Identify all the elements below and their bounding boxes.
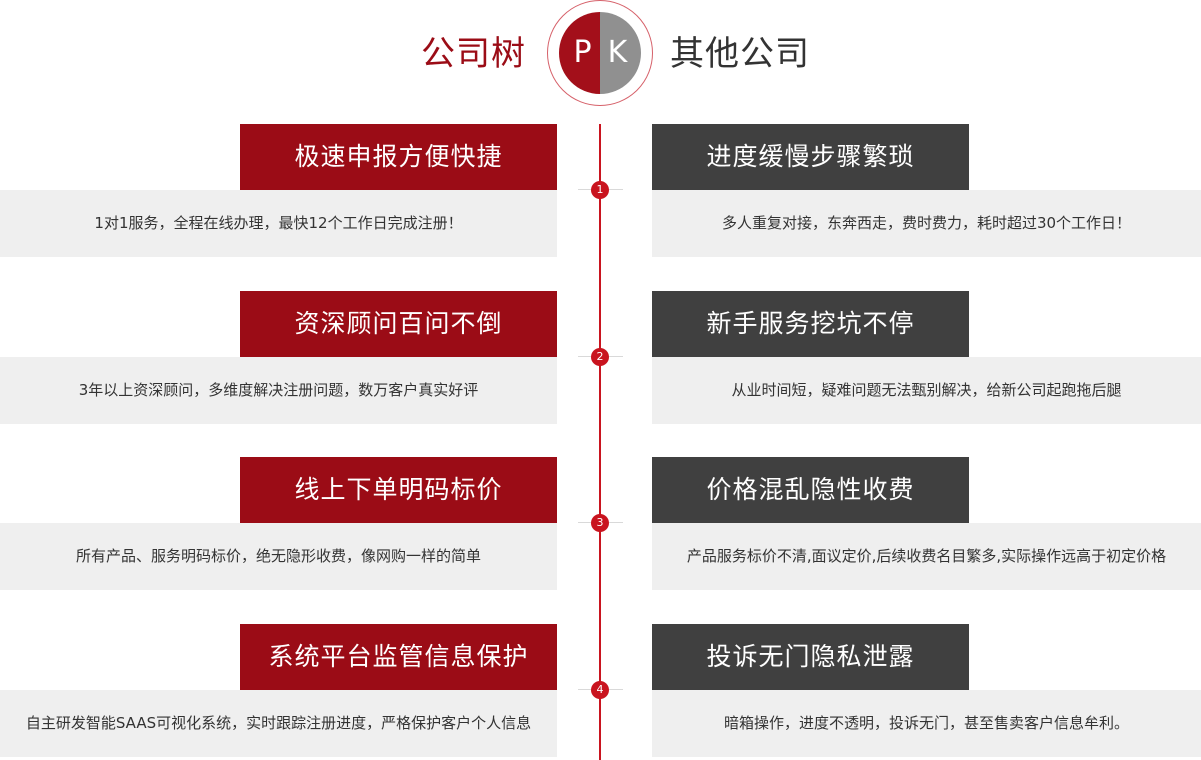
advantage-description: 1对1服务，全程在线办理，最快12个工作日完成注册！ bbox=[0, 190, 557, 257]
marker-tick-left bbox=[578, 356, 600, 357]
disadvantage-description: 暗箱操作，进度不透明，投诉无门，甚至售卖客户信息牟利。 bbox=[652, 690, 1201, 757]
advantage-heading: 资深顾问百问不倒 bbox=[240, 291, 557, 357]
disadvantage-description: 多人重复对接，东奔西走，费时费力，耗时超过30个工作日！ bbox=[652, 190, 1201, 257]
pk-letter-p: P bbox=[573, 35, 592, 70]
comparison-row-2: 资深顾问百问不倒 新手服务挖坑不停 3年以上资深顾问，多维度解决注册问题，数万客… bbox=[0, 291, 1201, 424]
marker-tick-right bbox=[601, 189, 623, 190]
advantage-description: 3年以上资深顾问，多维度解决注册问题，数万客户真实好评 bbox=[0, 357, 557, 424]
disadvantage-heading: 投诉无门隐私泄露 bbox=[652, 624, 969, 690]
marker-tick-right bbox=[601, 356, 623, 357]
pk-badge-ring bbox=[547, 0, 653, 106]
pk-letter-k: K bbox=[607, 35, 628, 70]
marker-tick-right bbox=[601, 522, 623, 523]
advantage-heading: 系统平台监管信息保护 bbox=[240, 624, 557, 690]
comparison-row-4: 系统平台监管信息保护 投诉无门隐私泄露 自主研发智能SAAS可视化系统，实时跟踪… bbox=[0, 624, 1201, 757]
marker-tick-left bbox=[578, 689, 600, 690]
disadvantage-description: 从业时间短，疑难问题无法甄别解决，给新公司起跑拖后腿 bbox=[652, 357, 1201, 424]
step-number-marker: 2 bbox=[591, 348, 609, 366]
advantage-description: 自主研发智能SAAS可视化系统，实时跟踪注册进度，严格保护客户个人信息 bbox=[0, 690, 557, 757]
marker-tick-left bbox=[578, 189, 600, 190]
company-tree-title: 公司树 bbox=[421, 34, 526, 74]
advantage-heading: 线上下单明码标价 bbox=[240, 457, 557, 523]
comparison-row-3: 线上下单明码标价 价格混乱隐性收费 所有产品、服务明码标价，绝无隐形收费，像网购… bbox=[0, 457, 1201, 590]
step-number-marker: 3 bbox=[591, 514, 609, 532]
advantage-description: 所有产品、服务明码标价，绝无隐形收费，像网购一样的简单 bbox=[0, 523, 557, 590]
comparison-row-1: 极速申报方便快捷 进度缓慢步骤繁琐 1对1服务，全程在线办理，最快12个工作日完… bbox=[0, 124, 1201, 257]
marker-tick-left bbox=[578, 522, 600, 523]
pk-badge: P K bbox=[559, 12, 641, 94]
other-companies-title: 其他公司 bbox=[670, 34, 810, 74]
disadvantage-heading: 价格混乱隐性收费 bbox=[652, 457, 969, 523]
disadvantage-heading: 新手服务挖坑不停 bbox=[652, 291, 969, 357]
disadvantage-heading: 进度缓慢步骤繁琐 bbox=[652, 124, 969, 190]
step-number-marker: 1 bbox=[591, 181, 609, 199]
timeline-divider bbox=[599, 124, 601, 760]
advantage-heading: 极速申报方便快捷 bbox=[240, 124, 557, 190]
disadvantage-description: 产品服务标价不清,面议定价,后续收费名目繁多,实际操作远高于初定价格 bbox=[652, 523, 1201, 590]
marker-tick-right bbox=[601, 689, 623, 690]
step-number-marker: 4 bbox=[591, 681, 609, 699]
